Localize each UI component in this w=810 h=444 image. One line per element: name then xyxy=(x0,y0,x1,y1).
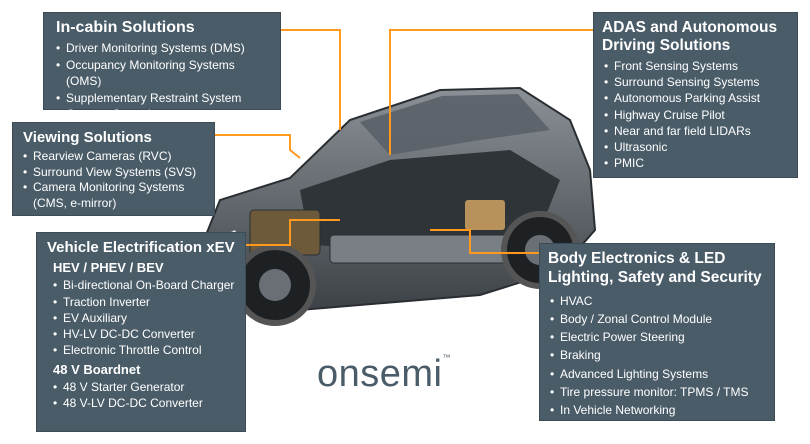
list-item: Ultrasonic xyxy=(604,139,789,156)
body-title-line2: Lighting, Safety and Security xyxy=(548,269,762,287)
trademark-mark: ™ xyxy=(442,353,451,362)
xev-title: Vehicle Electrification xEV xyxy=(47,239,235,256)
in-cabin-list: Driver Monitoring Systems (DMS) Occupanc… xyxy=(56,40,270,123)
list-item: Braking xyxy=(550,346,766,364)
viewing-title: Viewing Solutions xyxy=(23,129,152,146)
xev-list-hev: Bi-directional On-Board Charger Traction… xyxy=(47,277,237,359)
list-item: Near and far field LIDARs xyxy=(604,123,789,140)
list-item: 48 V-LV DC-DC Converter xyxy=(53,395,237,412)
vehicle-electrification-panel: Vehicle Electrification xEV HEV / PHEV /… xyxy=(36,232,246,432)
list-item: Rearview Cameras (RVC) xyxy=(23,149,206,165)
list-item: Bi-directional On-Board Charger xyxy=(53,277,237,294)
adas-list: Front Sensing Systems Surround Sensing S… xyxy=(602,58,789,172)
list-item: Highway Cruise Pilot xyxy=(604,107,789,124)
body-title-line1: Body Electronics & LED xyxy=(548,250,726,267)
list-item: Supplementary Restraint System xyxy=(56,90,270,107)
list-item: Autonomous Parking Assist xyxy=(604,90,789,107)
list-item: 48 V Starter Generator xyxy=(53,379,237,396)
list-item: Electric Power Steering xyxy=(550,328,766,346)
list-item: Body / Zonal Control Module xyxy=(550,310,766,328)
battery-pack xyxy=(329,234,521,264)
list-item: Camera Monitoring Systems (CMS, e-mirror… xyxy=(23,180,206,211)
in-cabin-solutions-panel: In-cabin Solutions Driver Monitoring Sys… xyxy=(43,12,281,122)
list-item: Traction Inverter xyxy=(53,294,237,311)
list-item: HV-LV DC-DC Converter xyxy=(53,326,237,343)
adas-title-line2: Driving Solutions xyxy=(602,36,731,54)
adas-title-line1: ADAS and Autonomous xyxy=(602,19,778,36)
in-cabin-title: In-cabin Solutions xyxy=(56,19,195,36)
list-item: Gesture Control xyxy=(56,106,270,123)
xev-subheading-hev: HEV / PHEV / BEV xyxy=(53,260,164,276)
list-item: In Vehicle Networking xyxy=(550,401,766,419)
list-item: EV Auxiliary xyxy=(53,310,237,327)
logo-text: onsemi xyxy=(317,353,443,395)
viewing-list: Rearview Cameras (RVC) Surround View Sys… xyxy=(23,149,206,211)
list-item: PMIC xyxy=(604,155,789,172)
list-item: Advanced Lighting Systems xyxy=(550,365,766,383)
list-item: Occupancy Monitoring Systems (OMS) xyxy=(56,57,270,90)
list-item: Tire pressure monitor: TPMS / TMS xyxy=(550,383,766,401)
rear-module xyxy=(465,200,505,230)
adas-title: ADAS and Autonomous Driving Solutions xyxy=(602,19,789,55)
body-electronics-panel: Body Electronics & LED Lighting, Safety … xyxy=(539,243,775,421)
xev-subheading-48v: 48 V Boardnet xyxy=(53,361,141,377)
viewing-solutions-panel: Viewing Solutions Rearview Cameras (RVC)… xyxy=(12,122,215,216)
onsemi-logo: onsemi™ xyxy=(317,353,451,396)
xev-list-48v: 48 V Starter Generator 48 V-LV DC-DC Con… xyxy=(47,379,237,412)
list-item: Driver Monitoring Systems (DMS) xyxy=(56,40,270,57)
list-item: Electronic Throttle Control xyxy=(53,342,237,359)
body-title: Body Electronics & LED Lighting, Safety … xyxy=(548,249,766,288)
list-item: Surround View Systems (SVS) xyxy=(23,165,206,181)
list-item: Surround Sensing Systems xyxy=(604,74,789,91)
list-item: HVAC xyxy=(550,292,766,310)
list-item: Front Sensing Systems xyxy=(604,58,789,75)
adas-solutions-panel: ADAS and Autonomous Driving Solutions Fr… xyxy=(593,12,798,178)
body-list: HVAC Body / Zonal Control Module Electri… xyxy=(548,292,766,420)
